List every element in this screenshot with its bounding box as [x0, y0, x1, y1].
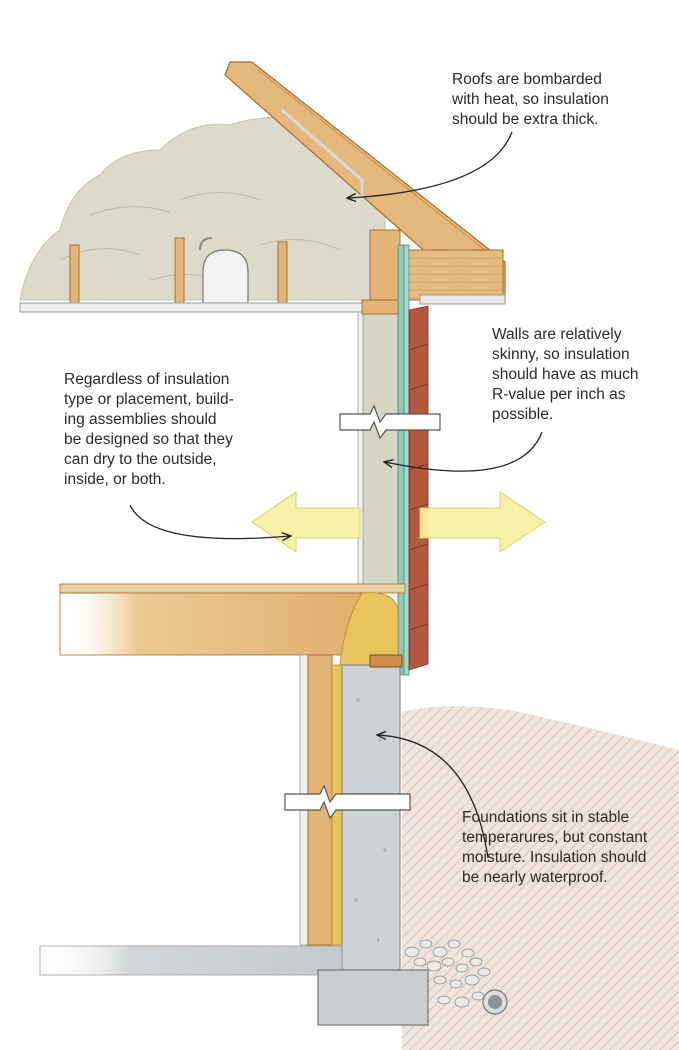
walls-callout: Walls are relatively skinny, so insulati… — [492, 325, 638, 425]
floor-subfloor — [59, 583, 406, 594]
drying-callout-line: type or placement, build- — [64, 391, 234, 408]
walls-callout-line: Walls are relatively — [492, 326, 622, 343]
foundation-callout-line: moisture. Insulation should — [462, 849, 647, 866]
drying-leader — [129, 504, 290, 539]
drying-callout-line: Regardless of insulation — [64, 371, 230, 388]
drying-callout: Regardless of insulation type or placeme… — [64, 370, 234, 490]
foundation-break-mark — [284, 784, 411, 820]
drying-callout-line: be designed so that they — [64, 431, 233, 448]
wall-break-mark — [339, 404, 441, 440]
roof-leader — [348, 131, 513, 198]
roof-callout-line: with heat, so insulation — [452, 91, 609, 108]
foundation-callout-line: Foundations sit in stable — [462, 809, 630, 826]
foundation-leader — [378, 735, 489, 859]
walls-leader — [385, 431, 543, 472]
siding — [408, 305, 429, 671]
floor-joist — [59, 592, 366, 656]
drying-callout-line: inside, or both. — [64, 471, 166, 488]
soffit — [419, 294, 506, 305]
callout-leaders — [129, 131, 543, 859]
walls-callout-line: skinny, so insulation — [492, 346, 630, 363]
wall-sheathing — [397, 244, 410, 676]
foundation-callout-line: be nearly waterproof. — [462, 869, 608, 886]
footing — [317, 969, 429, 1026]
roof-callout-line: Roofs are bombarded — [452, 71, 602, 88]
ceiling-drywall — [19, 302, 366, 313]
walls-callout-line: R-value per inch as — [492, 386, 626, 403]
walls-callout-line: possible. — [492, 406, 554, 423]
walls-callout-line: should have as much — [492, 366, 639, 383]
drain-pipe-icon — [482, 989, 508, 1015]
wall-insulation — [362, 312, 398, 584]
roof-rafter — [224, 61, 506, 301]
basement-slab — [39, 945, 343, 976]
roof-callout-line: should be extra thick. — [452, 111, 599, 128]
drying-callout-line: can dry to the outside, — [64, 451, 217, 468]
foundation-callout: Foundations sit in stable temperarures, … — [462, 808, 647, 888]
drainage-gravel — [404, 939, 491, 1008]
roof-callout: Roofs are bombarded with heat, so insula… — [452, 70, 609, 130]
drying-callout-line: ing assemblies should — [64, 411, 217, 428]
foundation-wall — [341, 664, 401, 971]
foundation-callout-line: temperarures, but constant — [462, 829, 648, 846]
